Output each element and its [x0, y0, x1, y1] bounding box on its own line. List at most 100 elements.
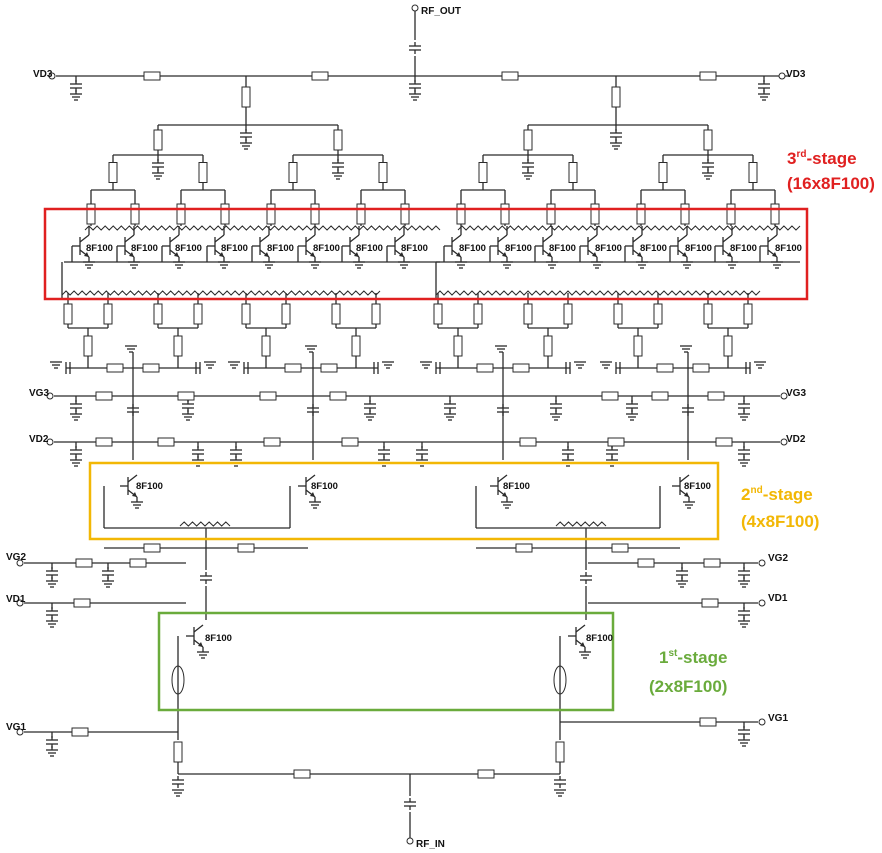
transistor — [214, 234, 225, 243]
device-label-s3-7: 8F100 — [356, 243, 383, 254]
device-label-s2-3: 8F100 — [503, 481, 530, 492]
resistor — [501, 71, 519, 81]
resistor — [743, 303, 753, 325]
port-vg1-right-label: VG1 — [768, 713, 788, 724]
device-label-s1-1: 8F100 — [205, 633, 232, 644]
transistor-arrow — [174, 252, 179, 257]
resistor — [106, 363, 124, 373]
transistor-arrow — [310, 492, 315, 497]
resistor — [636, 203, 646, 225]
resistor — [241, 86, 251, 108]
stage1-count: (2x8F100) — [649, 677, 727, 696]
resistor — [284, 363, 302, 373]
transistor — [575, 624, 586, 633]
device-label-s3-5: 8F100 — [267, 243, 294, 254]
resistor — [703, 303, 713, 325]
resistor-zigzag — [61, 290, 381, 296]
resistor — [95, 437, 113, 447]
port-vg3-right-label: VG3 — [786, 388, 806, 399]
resistor — [568, 162, 578, 183]
port-terminal — [16, 599, 24, 607]
stage3-ordinal: 3 — [787, 149, 796, 168]
port-terminal — [758, 559, 766, 567]
resistor — [153, 303, 163, 325]
resistor — [266, 203, 276, 225]
stage3-box — [43, 207, 809, 301]
resistor — [263, 437, 281, 447]
transistor — [79, 234, 90, 243]
device-label-s3-13: 8F100 — [640, 243, 667, 254]
device-label-s3-12: 8F100 — [595, 243, 622, 254]
resistor-zigzag — [555, 521, 607, 527]
transistor — [497, 474, 508, 483]
resistor-zigzag — [435, 290, 761, 296]
resistor — [378, 162, 388, 183]
port-vd3-right-label: VD3 — [786, 69, 806, 80]
resistor — [601, 391, 619, 401]
stage2-ordinal: 2 — [741, 485, 750, 504]
resistor — [400, 203, 410, 225]
resistor — [241, 303, 251, 325]
transistor-arrow — [637, 252, 642, 257]
resistor — [590, 203, 600, 225]
device-label-s3-16: 8F100 — [775, 243, 802, 254]
stage1-ordinal: 1 — [659, 648, 668, 667]
transistor-arrow — [456, 252, 461, 257]
resistor — [157, 437, 175, 447]
resistor — [173, 335, 183, 357]
resistor — [83, 335, 93, 357]
port-terminal — [406, 837, 414, 845]
port-terminal — [780, 392, 788, 400]
resistor — [261, 335, 271, 357]
port-terminal — [46, 438, 54, 446]
resistor — [75, 558, 93, 568]
resistor — [543, 335, 553, 357]
transistor — [305, 234, 316, 243]
resistor — [692, 363, 710, 373]
transistor-arrow — [310, 252, 315, 257]
transistor-arrow — [129, 252, 134, 257]
resistor — [281, 303, 291, 325]
resistor — [515, 543, 533, 553]
stage1-word: -stage — [677, 648, 727, 667]
resistor-zigzag — [179, 521, 231, 527]
port-vg2-right-label: VG2 — [768, 553, 788, 564]
resistor — [477, 769, 495, 779]
inductor — [171, 665, 185, 695]
resistor — [198, 162, 208, 183]
stage2-caption: 2nd-stage — [741, 485, 813, 504]
resistor — [476, 363, 494, 373]
resistor — [770, 203, 780, 225]
resistor — [653, 303, 663, 325]
resistor — [143, 543, 161, 553]
transistor-arrow — [682, 252, 687, 257]
transistor — [722, 234, 733, 243]
resistor — [259, 391, 277, 401]
resistor — [607, 437, 625, 447]
transistor-arrow — [727, 252, 732, 257]
port-rf-out-label: RF_OUT — [421, 6, 461, 17]
resistor — [478, 162, 488, 183]
resistor — [341, 437, 359, 447]
transistor — [349, 234, 360, 243]
resistor — [220, 203, 230, 225]
resistor — [707, 391, 725, 401]
resistor-zigzag — [457, 225, 801, 231]
resistor — [176, 203, 186, 225]
port-terminal — [16, 559, 24, 567]
resistor — [546, 203, 556, 225]
port-vd3-left-label: VD3 — [33, 69, 53, 80]
resistor — [153, 129, 163, 151]
transistor-arrow — [264, 252, 269, 257]
resistor — [143, 71, 161, 81]
stage3-word: -stage — [806, 149, 856, 168]
resistor — [500, 203, 510, 225]
resistor — [519, 437, 537, 447]
port-vd1-left-label: VD1 — [6, 594, 26, 605]
resistor — [715, 437, 733, 447]
resistor — [523, 303, 533, 325]
stage3-count: (16x8F100) — [787, 174, 875, 193]
resistor — [237, 543, 255, 553]
port-terminal — [46, 392, 54, 400]
transistor — [677, 234, 688, 243]
